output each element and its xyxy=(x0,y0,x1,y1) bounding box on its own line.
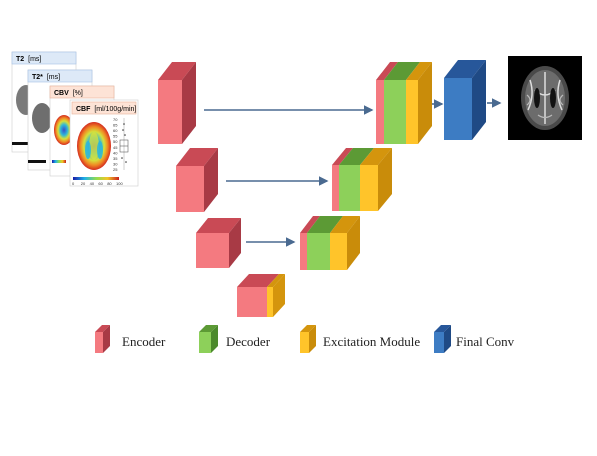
cbv-unit: [%] xyxy=(73,90,83,97)
cbf-axis-tick: 65 xyxy=(113,123,118,128)
cbf-axis-tick: 35 xyxy=(113,156,118,161)
legend-label-decoder: Decoder xyxy=(226,334,271,349)
decoder-block-level-3 xyxy=(300,216,360,270)
legend-item-final-conv: Final Conv xyxy=(434,325,515,353)
svg-text:CBV [%]: CBV [%] xyxy=(54,90,83,97)
legend-item-excitation: Excitation Module xyxy=(300,325,420,353)
t2star-title: T2* xyxy=(32,74,43,81)
cbf-colorbar-tick: 20 xyxy=(81,181,86,186)
cbf-axis-tick: 55 xyxy=(113,134,118,139)
cbf-axis-tick: 50 xyxy=(113,139,118,144)
legend-label-final-conv: Final Conv xyxy=(456,334,515,349)
cbf-colorbar-tick: 60 xyxy=(98,181,103,186)
legend-item-decoder: Decoder xyxy=(199,325,271,353)
legend-label-encoder: Encoder xyxy=(122,334,166,349)
output-image xyxy=(508,56,582,140)
final-stage xyxy=(432,56,582,140)
cbf-unit: [ml/100g/min] xyxy=(94,106,136,113)
encoder-blocks xyxy=(158,62,285,317)
t2-title: T2 xyxy=(16,56,24,63)
cbf-colorbar xyxy=(73,177,119,180)
cbf-axis-tick: 70 xyxy=(113,117,118,122)
cbv-title: CBV xyxy=(54,90,69,97)
final-conv-block xyxy=(444,60,486,140)
cbf-colorbar-tick: 100 xyxy=(116,181,123,186)
svg-text:T2* [ms]: T2* [ms] xyxy=(32,74,60,81)
svg-text:CBF [ml/100g/min]: CBF [ml/100g/min] xyxy=(76,106,136,113)
cbf-colorbar-tick: 80 xyxy=(107,181,112,186)
cbf-axis-tick: 30 xyxy=(113,161,118,166)
cbv-brain-image xyxy=(54,115,74,145)
cbf-axis-tick: 25 xyxy=(113,167,118,172)
svg-text:T2 [ms]: T2 [ms] xyxy=(16,56,41,63)
decoder-block-level-2 xyxy=(332,148,392,211)
input-map-stack: T2 [ms] T2* [ms] CBV [%] xyxy=(11,51,139,187)
cbf-axis-tick: 60 xyxy=(113,128,118,133)
t2star-unit: [ms] xyxy=(47,74,60,81)
encoder-block-level-3 xyxy=(196,218,241,268)
cbf-axis-tick: 40 xyxy=(113,150,118,155)
bottleneck-block xyxy=(237,274,285,317)
decoder-block-level-1 xyxy=(376,62,432,144)
cbf-colorbar-tick: 0 xyxy=(72,181,75,186)
cbf-boxplot xyxy=(119,118,129,170)
cbf-axis-tick: 45 xyxy=(113,145,118,150)
t2-unit: [ms] xyxy=(28,56,41,63)
t2star-brain-image xyxy=(32,103,52,133)
encoder-block-level-1 xyxy=(158,62,196,144)
cbf-colorbar-tick: 40 xyxy=(90,181,95,186)
legend-item-encoder: Encoder xyxy=(95,325,166,353)
cbf-title: CBF xyxy=(76,106,91,113)
legend-label-excitation: Excitation Module xyxy=(323,334,420,349)
skip-connections xyxy=(204,105,374,247)
encoder-block-level-2 xyxy=(176,148,218,212)
legend: Encoder Decoder Excitation Module Final … xyxy=(95,325,515,353)
decoder-blocks xyxy=(300,62,432,270)
